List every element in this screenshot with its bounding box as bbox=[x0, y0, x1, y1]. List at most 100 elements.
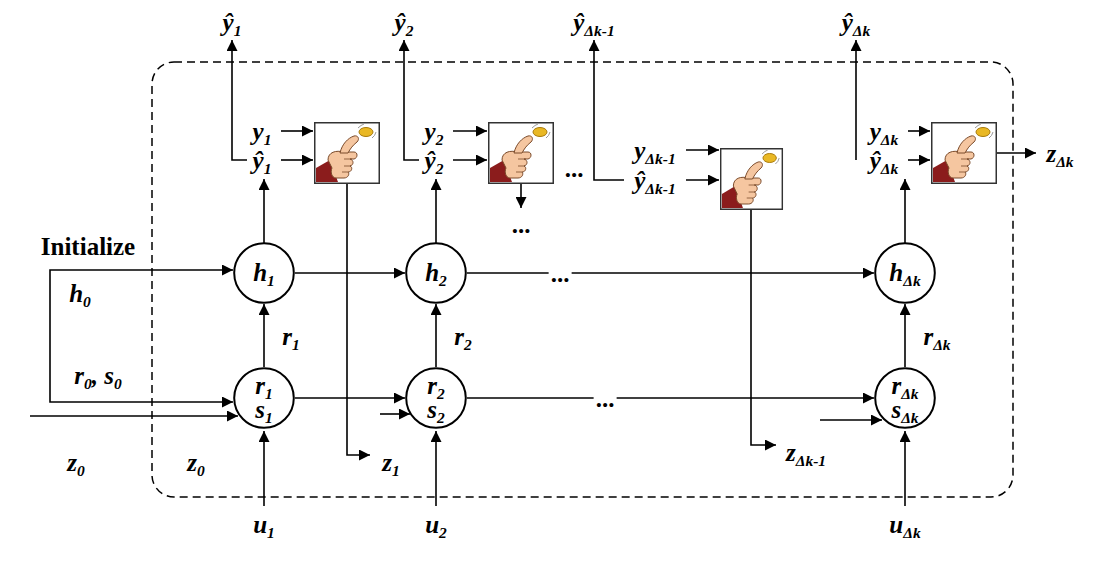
subscript: 1 bbox=[265, 409, 273, 426]
signal-label: z1 bbox=[382, 450, 399, 475]
output-wire bbox=[404, 40, 419, 160]
subscript: 2 bbox=[436, 130, 444, 147]
signal-label: yΔk bbox=[870, 119, 899, 144]
connector-arrow bbox=[263, 304, 265, 367]
init-wire bbox=[50, 270, 233, 336]
z0-input-arrow bbox=[30, 415, 238, 417]
text-part: ... bbox=[512, 211, 531, 238]
text-part: y bbox=[870, 118, 881, 145]
edge-label: r2 bbox=[452, 324, 473, 349]
state-circle: rΔksΔk bbox=[874, 367, 936, 429]
signal-label: uΔk bbox=[889, 512, 920, 537]
subscript: 0 bbox=[114, 374, 122, 391]
subscript: 0 bbox=[77, 461, 85, 478]
input-arrow bbox=[281, 130, 313, 132]
hidden-output-arrow bbox=[263, 179, 265, 250]
state-label: rΔk bbox=[891, 374, 918, 398]
subscript: Δk-1 bbox=[584, 21, 614, 38]
subscript: 2 bbox=[437, 409, 445, 426]
hidden-output-arrow bbox=[904, 179, 906, 250]
state-label: h2 bbox=[425, 261, 447, 285]
text-part: r bbox=[74, 362, 84, 389]
signal-label: yΔk-1 bbox=[634, 138, 676, 163]
circle-shape bbox=[875, 243, 935, 303]
coin-flip-icon bbox=[721, 149, 783, 210]
text-part: ... bbox=[565, 155, 584, 182]
signal-label: u1 bbox=[253, 512, 275, 537]
text-part: r bbox=[923, 323, 933, 350]
hidden-output-arrow bbox=[435, 179, 437, 250]
circle-shape bbox=[875, 368, 935, 428]
state-label: hΔk bbox=[889, 261, 920, 285]
text-part: Initialize bbox=[41, 233, 135, 260]
text-part: y bbox=[634, 137, 645, 164]
text-part: ŷ bbox=[573, 9, 584, 36]
subscript: 1 bbox=[267, 272, 275, 289]
subscript: 2 bbox=[406, 21, 414, 38]
edge-label: ... bbox=[594, 386, 617, 411]
input-u-arrow bbox=[263, 431, 265, 506]
output-wire bbox=[855, 40, 857, 160]
edge-label: rΔk bbox=[921, 324, 952, 349]
text-part: z bbox=[786, 439, 796, 466]
signal-label: zΔk bbox=[1046, 141, 1073, 166]
state-label: h1 bbox=[253, 261, 275, 285]
subscript: 1 bbox=[264, 130, 272, 147]
subscript: Δk-1 bbox=[796, 451, 826, 468]
init-wire bbox=[50, 336, 233, 402]
text-part: r bbox=[891, 372, 901, 399]
text-part: r bbox=[255, 372, 265, 399]
text-part: r bbox=[454, 323, 464, 350]
signal-label: y2 bbox=[425, 119, 444, 144]
input-arrow bbox=[453, 130, 487, 132]
edge-label: r1 bbox=[280, 324, 301, 349]
subscript: Δk bbox=[853, 21, 870, 38]
subscript: 2 bbox=[464, 335, 472, 352]
text-part: ŷ bbox=[870, 147, 881, 174]
subscript: 2 bbox=[436, 159, 444, 176]
text-part: , bbox=[92, 362, 105, 389]
circle-shape bbox=[406, 368, 466, 428]
coin-flip-icon bbox=[932, 123, 997, 184]
coin-flip-icon bbox=[489, 123, 554, 184]
output-wire bbox=[232, 40, 247, 160]
edge-label: ... bbox=[549, 261, 572, 286]
signal-label: ŷ1 bbox=[253, 148, 272, 173]
subscript: Δk-1 bbox=[645, 149, 675, 166]
ellipsis-mark: ... bbox=[512, 212, 531, 237]
state-label: r1 bbox=[255, 374, 272, 398]
z-output-wire bbox=[347, 184, 370, 455]
text-part: u bbox=[253, 511, 267, 538]
subscript: Δk bbox=[901, 409, 918, 426]
state-circle: hΔk bbox=[874, 242, 936, 304]
state-circle: r2s2 bbox=[405, 367, 467, 429]
z-output-arrow bbox=[997, 152, 1036, 154]
state-label: sΔk bbox=[891, 398, 918, 422]
text-part: r bbox=[427, 372, 437, 399]
signal-label: ŷΔk bbox=[842, 10, 871, 35]
text-part: ŷ bbox=[223, 9, 234, 36]
state-label: s2 bbox=[427, 398, 444, 422]
subscript: 1 bbox=[265, 385, 273, 402]
signal-label: ŷ1 bbox=[223, 10, 242, 35]
text-part: h bbox=[69, 280, 83, 307]
subscript: 1 bbox=[264, 159, 272, 176]
text-part: s bbox=[891, 396, 901, 423]
subscript: 0 bbox=[84, 374, 92, 391]
input-arrow bbox=[281, 159, 313, 161]
text-part: s bbox=[104, 362, 114, 389]
text-part: h bbox=[425, 259, 439, 286]
signal-label: ŷΔk-1 bbox=[573, 10, 615, 35]
subscript: 1 bbox=[267, 523, 275, 540]
connector-arrow bbox=[295, 397, 405, 399]
text-part: z bbox=[382, 449, 392, 476]
text-part: ŷ bbox=[253, 147, 264, 174]
input-arrow bbox=[453, 159, 487, 161]
subscript: 0 bbox=[197, 461, 205, 478]
signal-label: z0 bbox=[67, 450, 84, 475]
text-part: u bbox=[889, 511, 903, 538]
subscript: Δk bbox=[903, 523, 920, 540]
state-label: r2 bbox=[427, 374, 444, 398]
